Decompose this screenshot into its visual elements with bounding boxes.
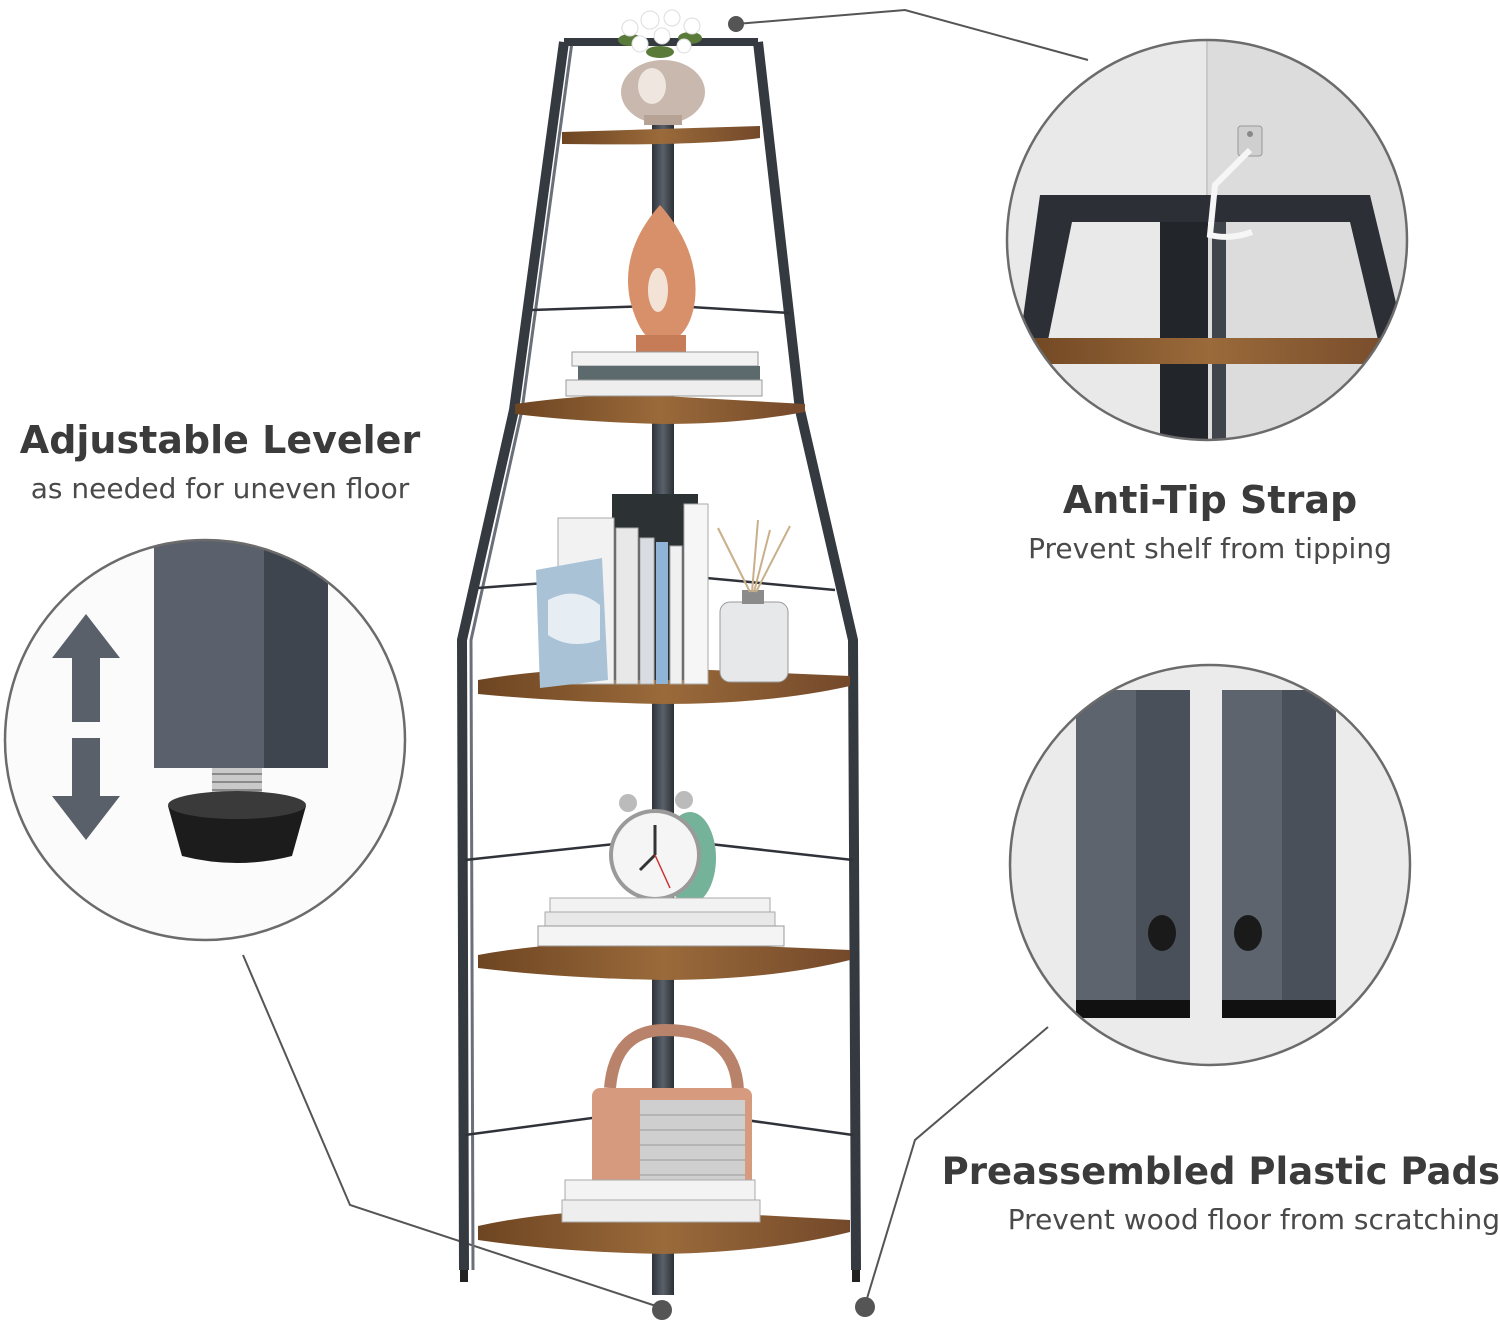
feature-pads-title: Preassembled Plastic Pads <box>941 1150 1500 1193</box>
feature-anti-tip-subtitle: Prevent shelf from tipping <box>1028 532 1392 565</box>
callout-line-leveler <box>242 954 663 1309</box>
callout-dot-pads <box>855 1297 875 1317</box>
feature-leveler-title: Adjustable Leveler <box>19 418 421 462</box>
shelf-4 <box>478 941 850 980</box>
callout-line-strap <box>735 8 1089 61</box>
callout-dot-leveler <box>652 1300 672 1320</box>
feature-pads-subtitle: Prevent wood floor from scratching <box>1007 1203 1500 1236</box>
copper-sculpture <box>628 205 696 357</box>
detail-circle-anti-tip <box>1005 38 1409 442</box>
shelf-1 <box>562 126 760 145</box>
feature-leveler-subtitle: as needed for uneven floor <box>30 472 410 505</box>
bluetooth-speaker <box>561 1023 761 1223</box>
reed-diffuser <box>717 519 791 683</box>
shelf-2 <box>515 395 805 424</box>
book-row <box>536 494 709 688</box>
feature-anti-tip-caption: Anti-Tip Strap Prevent shelf from tippin… <box>990 478 1430 565</box>
detail-circle-pads <box>1008 663 1412 1067</box>
left-leg <box>457 41 569 1271</box>
detail-circle-leveler <box>3 538 407 942</box>
alarm-clock <box>609 791 716 904</box>
corner-shelf <box>457 9 861 1295</box>
feature-pads-caption: Preassembled Plastic Pads Prevent wood f… <box>905 1150 1500 1236</box>
callout-line-pads <box>864 1026 1049 1306</box>
callout-dot-strap <box>728 16 744 32</box>
right-leg <box>753 41 861 1271</box>
callout-lines <box>242 8 1089 1320</box>
up-down-arrow-icon <box>52 614 120 840</box>
flower-vase <box>618 9 705 125</box>
book-stack-2 <box>537 897 785 947</box>
feature-anti-tip-title: Anti-Tip Strap <box>1062 478 1358 522</box>
book-stack-1 <box>565 351 763 397</box>
feature-leveler-caption: Adjustable Leveler as needed for uneven … <box>0 418 440 505</box>
